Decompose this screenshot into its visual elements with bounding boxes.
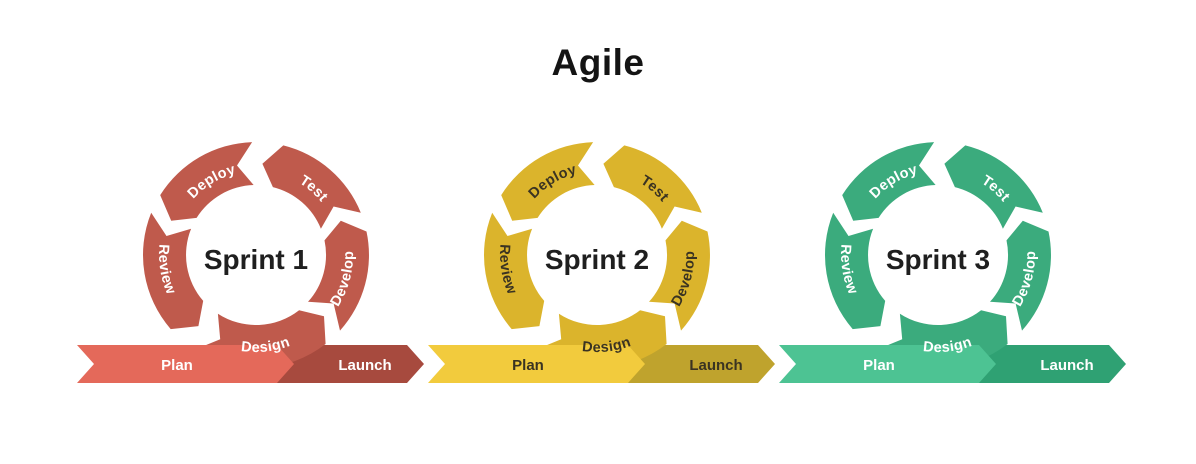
sprint-2-segment-test bbox=[603, 145, 702, 229]
sprint-2-segment-develop bbox=[649, 220, 710, 331]
sprint-2-center-label: Sprint 2 bbox=[545, 244, 649, 275]
sprint-3-segment-deploy bbox=[842, 142, 936, 221]
sprint-1-launch-label: Launch bbox=[338, 357, 391, 374]
sprint-1-segment-deploy bbox=[160, 142, 254, 221]
sprint-2-launch-label: Launch bbox=[689, 357, 742, 374]
sprint-1-center-label: Sprint 1 bbox=[204, 244, 308, 275]
sprint-1-segment-test bbox=[262, 145, 361, 229]
sprint-1-segment-develop bbox=[308, 220, 369, 331]
diagram-title: Agile bbox=[551, 42, 645, 83]
sprint-3-plan-label: Plan bbox=[863, 357, 895, 374]
sprint-3-plan-arrow bbox=[779, 345, 996, 383]
sprint-2-segment-deploy bbox=[501, 142, 595, 221]
sprint-3-segment-develop bbox=[990, 220, 1051, 331]
sprint-1-plan-arrow bbox=[77, 345, 294, 383]
sprint-3-center-label: Sprint 3 bbox=[886, 244, 990, 275]
sprint-2-plan-arrow bbox=[428, 345, 645, 383]
sprint-1-segment-review bbox=[142, 212, 204, 330]
sprint-3-segment-test bbox=[944, 145, 1043, 229]
sprint-1-plan-label: Plan bbox=[161, 357, 193, 374]
sprint-3-segment-review bbox=[824, 212, 886, 330]
sprint-2-segment-review bbox=[483, 212, 545, 330]
sprint-3-launch-label: Launch bbox=[1040, 357, 1093, 374]
sprint-2-plan-label: Plan bbox=[512, 357, 544, 374]
